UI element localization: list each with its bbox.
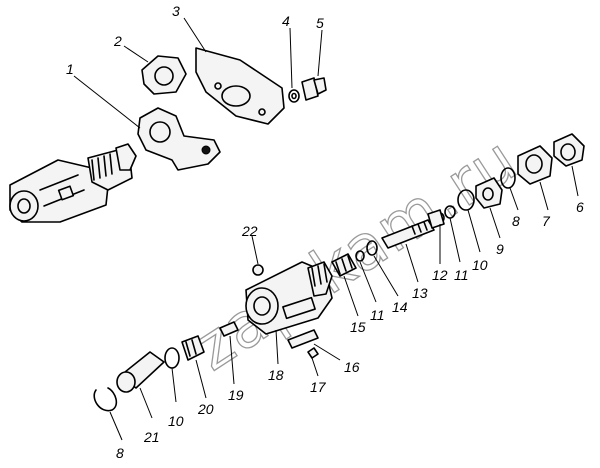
label-4: 4 <box>282 13 290 29</box>
plunger-21 <box>116 351 165 393</box>
watermark: zap-kam.ru <box>180 122 530 385</box>
label-10-bottom: 10 <box>168 413 184 429</box>
seal-7 <box>517 145 553 185</box>
label-16: 16 <box>344 359 360 375</box>
label-18: 18 <box>268 367 284 383</box>
nut-9 <box>475 177 503 209</box>
leader-lines <box>73 17 579 441</box>
nut-22 <box>252 264 264 276</box>
label-11-mid: 11 <box>370 307 385 323</box>
pin-19 <box>219 321 239 337</box>
label-7: 7 <box>542 213 551 229</box>
housing-18 <box>245 261 333 335</box>
label-9: 9 <box>496 241 504 257</box>
cap-6 <box>553 133 585 167</box>
plate-16 <box>287 329 319 349</box>
ring-10-bottom <box>164 347 180 369</box>
label-15: 15 <box>350 319 366 335</box>
label-22: 22 <box>241 223 258 239</box>
hex-nut <box>141 55 187 95</box>
washer-14 <box>366 240 378 256</box>
label-12: 12 <box>432 267 448 283</box>
label-19: 19 <box>228 387 244 403</box>
assembled-valve <box>9 143 137 223</box>
shaft-13 <box>381 209 445 249</box>
label-2: 2 <box>113 33 122 49</box>
label-11-top: 11 <box>454 267 469 283</box>
label-8-top: 8 <box>512 213 520 229</box>
label-5: 5 <box>316 15 324 31</box>
washer-11-mid <box>355 250 365 262</box>
label-14: 14 <box>392 299 408 315</box>
washer-top <box>288 89 300 103</box>
label-6: 6 <box>576 199 584 215</box>
part-numbers: 1 2 3 4 5 6 7 8 9 10 11 12 13 14 11 15 1… <box>66 3 584 461</box>
label-3: 3 <box>172 3 180 19</box>
bracket <box>137 107 221 171</box>
label-10-top: 10 <box>472 257 488 273</box>
label-8-bottom: 8 <box>116 445 124 461</box>
mounting-plate <box>195 47 285 125</box>
ring-10-top <box>457 189 475 211</box>
spring-15 <box>331 253 357 277</box>
ring-8-bottom <box>93 387 118 412</box>
ring-8-top <box>500 167 516 189</box>
label-1: 1 <box>66 61 74 77</box>
label-20: 20 <box>197 401 214 417</box>
screw-17 <box>307 347 319 359</box>
bolt-top <box>301 77 327 101</box>
label-13: 13 <box>412 285 428 301</box>
spring-20 <box>181 335 205 361</box>
label-21: 21 <box>143 429 160 445</box>
label-17: 17 <box>310 379 327 395</box>
